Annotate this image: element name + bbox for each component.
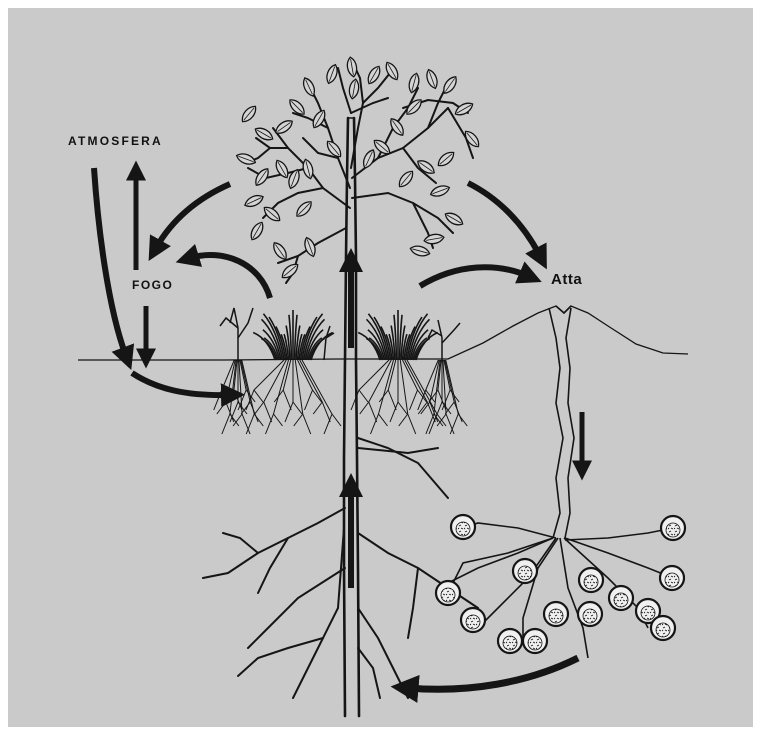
fire-label: FOGO — [132, 278, 173, 292]
fungus-chamber-icon — [544, 602, 568, 626]
fungus-chamber-icon — [498, 629, 522, 653]
fungus-chamber-icon — [461, 608, 485, 632]
fungus-chamber-icon — [579, 568, 603, 592]
fungus-chamber-icon — [451, 515, 475, 539]
diagram-panel: ATMOSFERA FOGO Atta — [8, 8, 753, 727]
nutrient-cycle-diagram — [8, 8, 753, 727]
fungus-chamber-icon — [609, 586, 633, 610]
atmosphere-label: ATMOSFERA — [68, 134, 163, 148]
fungus-chamber-icon — [660, 566, 684, 590]
fungus-chamber-icon — [523, 629, 547, 653]
fungus-chamber-icon — [436, 581, 460, 605]
fungus-chamber-icon — [661, 516, 685, 540]
fungus-chamber-icon — [578, 602, 602, 626]
fungus-chamber-icon — [513, 559, 537, 583]
fungus-chamber-icon — [651, 616, 675, 640]
ants-label: Atta — [551, 271, 582, 288]
